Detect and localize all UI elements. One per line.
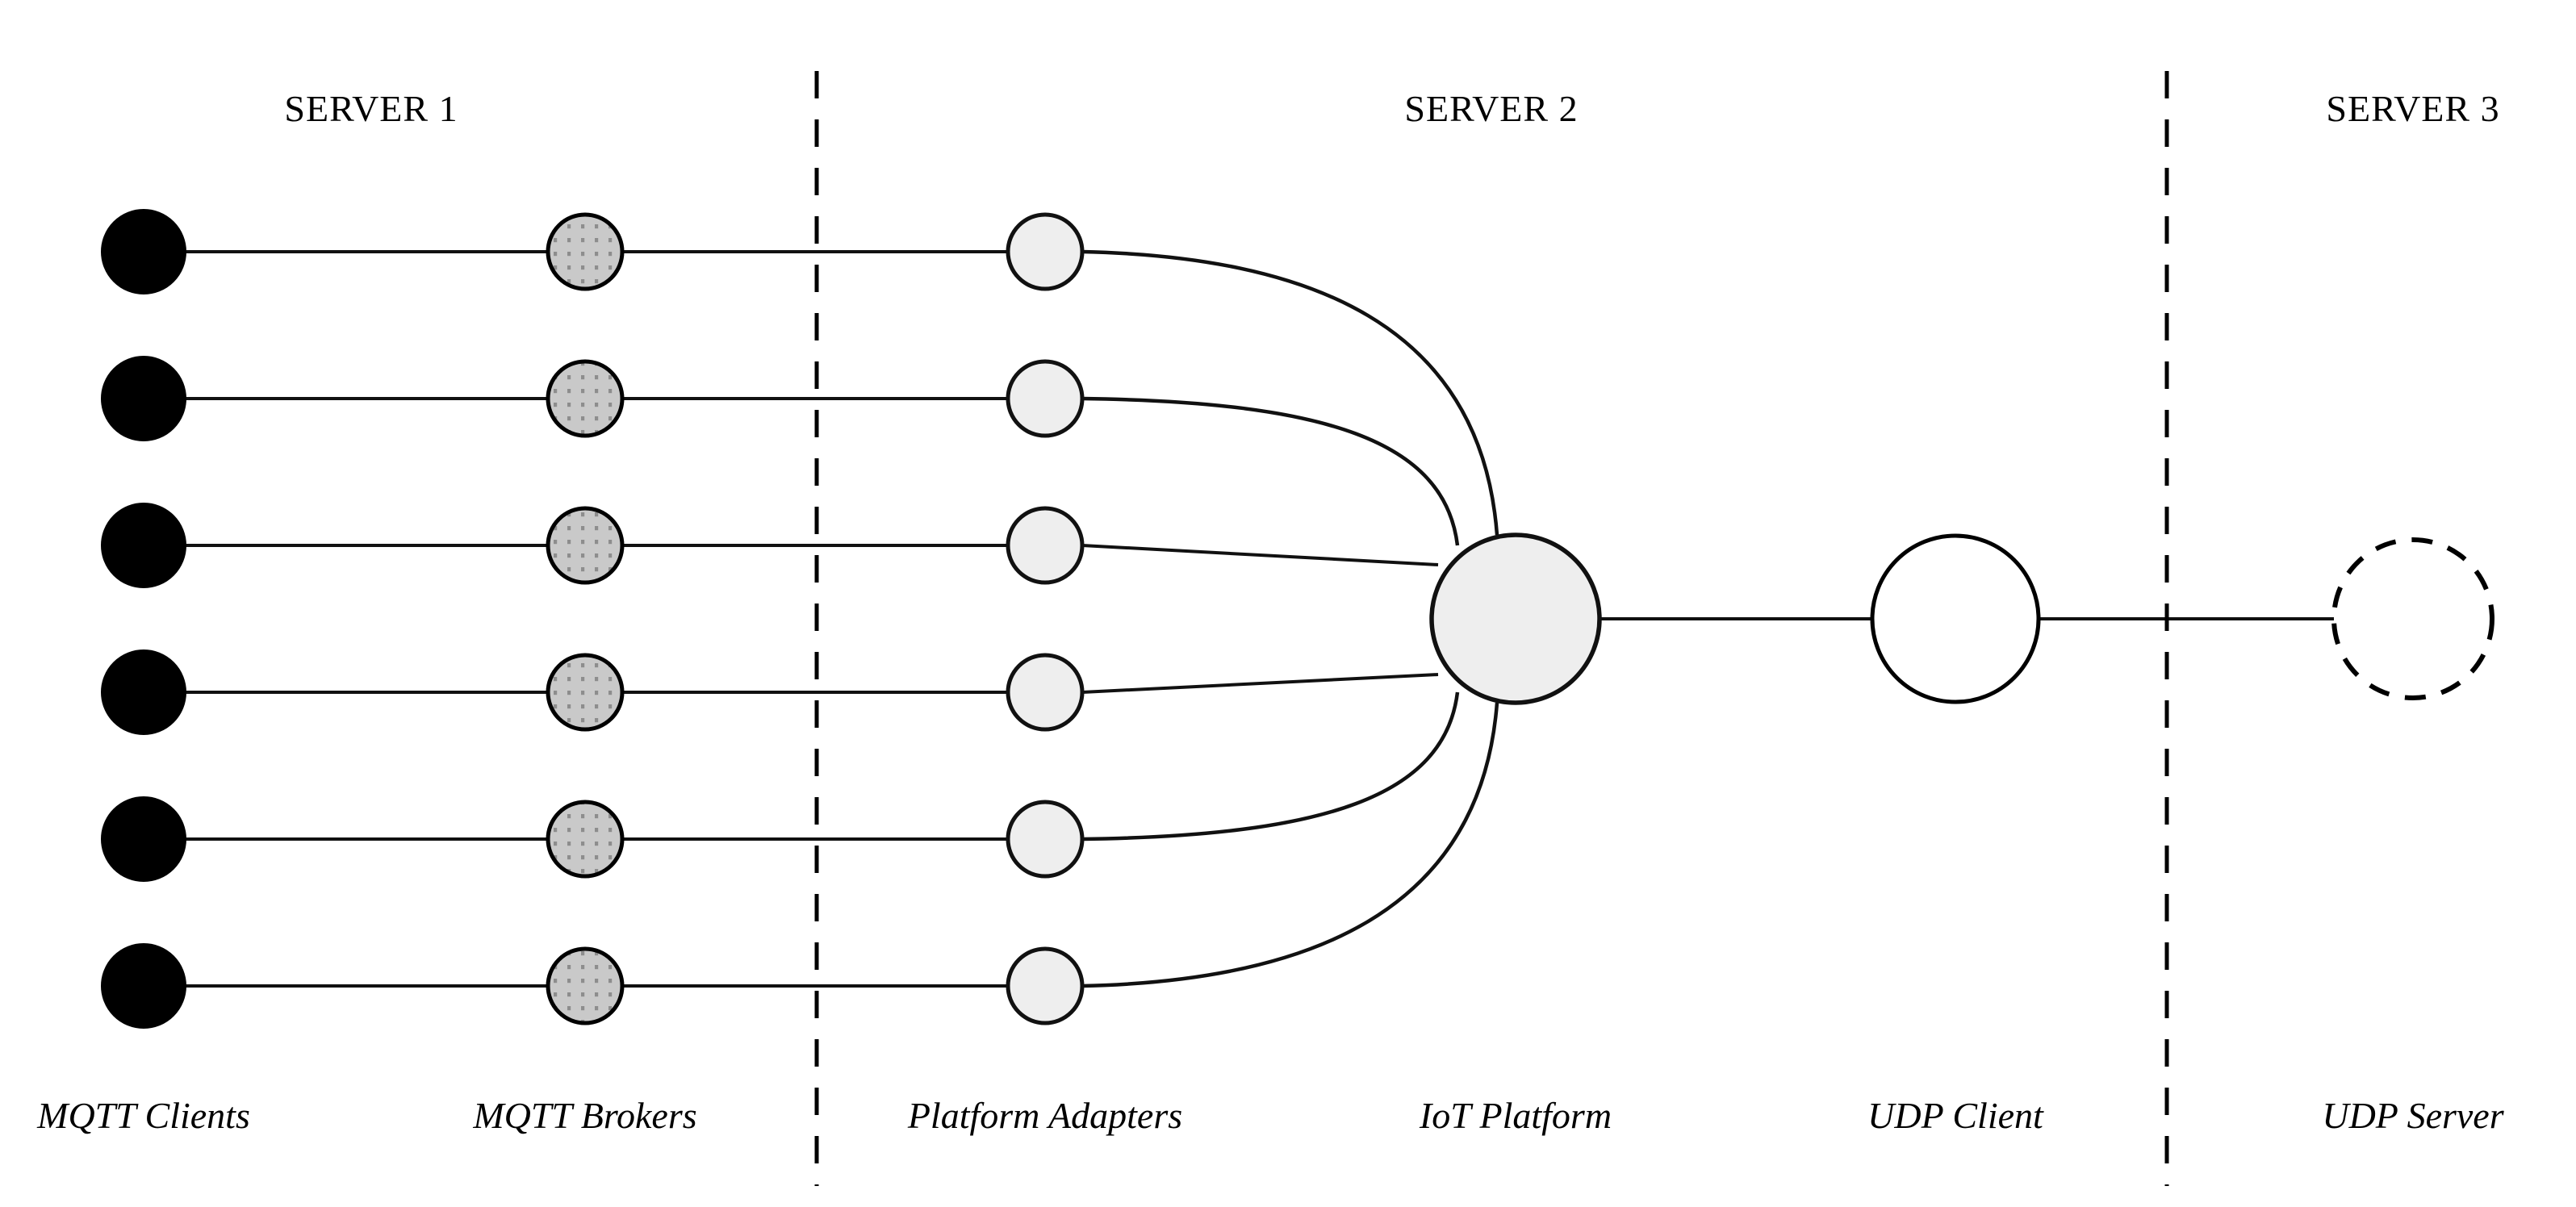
edge-adapter-platform-4 bbox=[1081, 673, 1439, 694]
edge-adapter-platform-2 bbox=[1081, 396, 1460, 546]
edge-adapter-platform-3 bbox=[1081, 544, 1439, 566]
edge-adapter-platform-5 bbox=[1081, 691, 1460, 842]
server-header-labels: SERVER 1 SERVER 2 SERVER 3 bbox=[284, 88, 2499, 129]
column-label-mqtt-clients: MQTT Clients bbox=[36, 1095, 250, 1136]
edges-adapter-to-platform bbox=[1081, 249, 1499, 988]
udp-server-node[interactable] bbox=[2331, 537, 2494, 700]
server-header-3: SERVER 3 bbox=[2326, 88, 2499, 129]
column-labels: MQTT Clients MQTT Brokers Platform Adapt… bbox=[36, 1095, 2505, 1136]
edge-adapter-platform-1 bbox=[1081, 249, 1499, 536]
platform-adapter-node-2[interactable] bbox=[1006, 359, 1085, 438]
platform-adapter-node-3[interactable] bbox=[1006, 506, 1085, 585]
mqtt-client-node-2[interactable] bbox=[101, 356, 186, 441]
column-label-udp-server: UDP Server bbox=[2322, 1095, 2504, 1136]
platform-adapter-nodes bbox=[1006, 212, 1085, 1025]
mqtt-broker-nodes bbox=[546, 212, 625, 1025]
mqtt-broker-node-2[interactable] bbox=[546, 359, 625, 438]
server-header-2: SERVER 2 bbox=[1404, 88, 1578, 129]
mqtt-broker-node-6[interactable] bbox=[546, 946, 625, 1025]
mqtt-broker-node-5[interactable] bbox=[546, 800, 625, 879]
column-label-mqtt-brokers: MQTT Brokers bbox=[472, 1095, 696, 1136]
column-label-iot-platform: IoT Platform bbox=[1419, 1095, 1612, 1136]
platform-adapter-node-6[interactable] bbox=[1006, 946, 1085, 1025]
udp-client-node[interactable] bbox=[1870, 533, 2041, 704]
mqtt-broker-node-1[interactable] bbox=[546, 212, 625, 291]
edges-broker-to-adapter bbox=[585, 250, 1045, 988]
mqtt-client-node-6[interactable] bbox=[101, 943, 186, 1029]
iot-platform-node[interactable] bbox=[1429, 532, 1602, 705]
column-label-udp-client: UDP Client bbox=[1867, 1095, 2044, 1136]
mqtt-client-node-3[interactable] bbox=[101, 503, 186, 588]
mqtt-client-node-1[interactable] bbox=[101, 209, 186, 294]
mqtt-broker-node-3[interactable] bbox=[546, 506, 625, 585]
column-label-platform-adapters: Platform Adapters bbox=[907, 1095, 1182, 1136]
mqtt-client-nodes bbox=[101, 209, 186, 1029]
platform-adapter-node-4[interactable] bbox=[1006, 653, 1085, 732]
mqtt-client-node-4[interactable] bbox=[101, 649, 186, 735]
edges-client-to-broker bbox=[144, 250, 585, 988]
mqtt-client-node-5[interactable] bbox=[101, 796, 186, 882]
edge-adapter-platform-6 bbox=[1081, 702, 1499, 988]
server-dividers bbox=[814, 71, 2169, 1186]
platform-adapter-node-5[interactable] bbox=[1006, 800, 1085, 879]
server-header-1: SERVER 1 bbox=[284, 88, 458, 129]
platform-adapter-node-1[interactable] bbox=[1006, 212, 1085, 291]
mqtt-broker-node-4[interactable] bbox=[546, 653, 625, 732]
